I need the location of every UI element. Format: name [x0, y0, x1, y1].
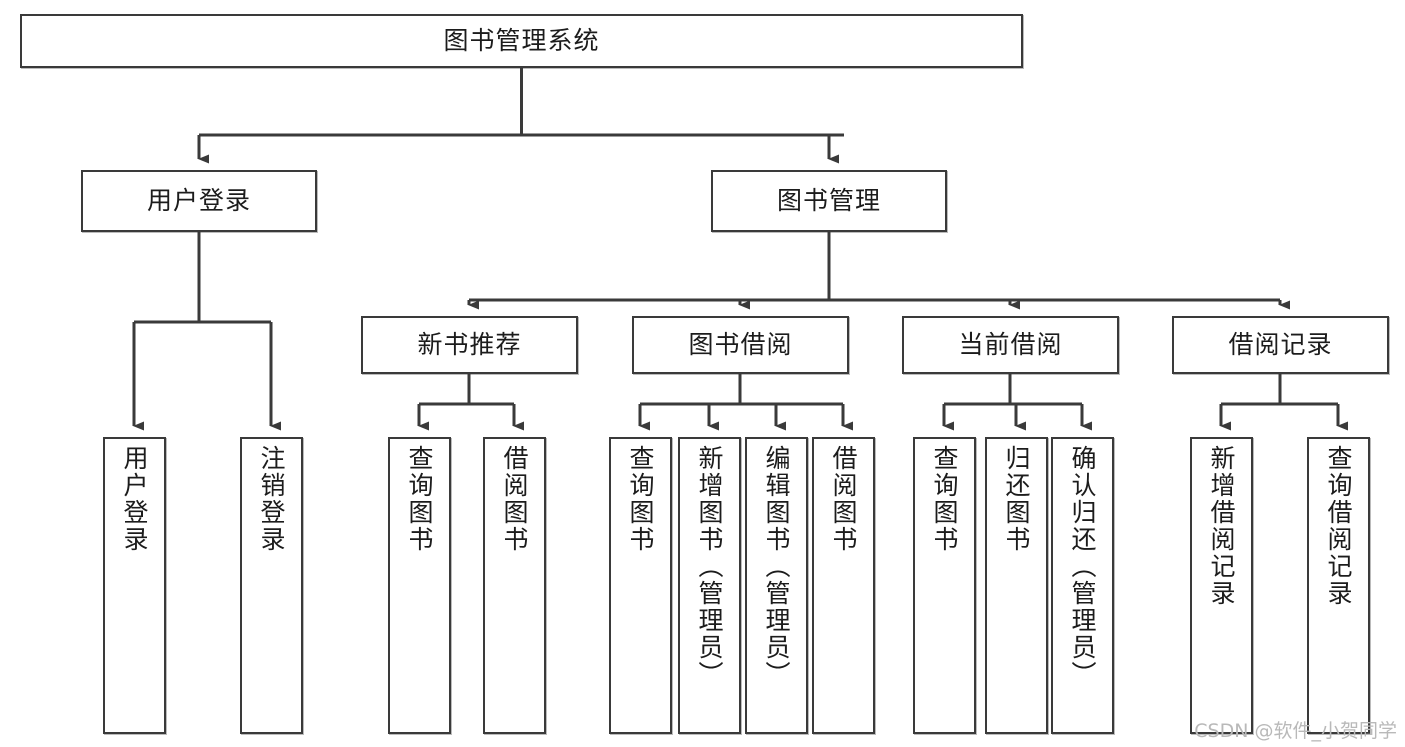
node-root-label: 图书管理系统: [443, 25, 600, 55]
node-leaf-user-login[interactable]: 用户登录: [103, 437, 166, 734]
node-user-login[interactable]: 用户登录: [81, 170, 317, 232]
node-borrow-record-label: 借阅记录: [1228, 329, 1333, 359]
node-leaf-query-book-2-label: 查询图书: [626, 445, 655, 553]
node-leaf-return-book[interactable]: 归还图书: [985, 437, 1048, 734]
node-book-borrow[interactable]: 图书借阅: [632, 316, 849, 374]
node-leaf-borrow-book-2-label: 借阅图书: [829, 445, 858, 553]
node-user-login-label: 用户登录: [146, 185, 251, 215]
node-leaf-query-record[interactable]: 查询借阅记录: [1307, 437, 1370, 734]
node-leaf-query-book-1-label: 查询图书: [405, 445, 434, 553]
edge-book-borrow-to-leaves: [638, 374, 853, 431]
node-book-manage[interactable]: 图书管理: [711, 170, 947, 232]
node-leaf-query-book-2[interactable]: 查询图书: [609, 437, 672, 734]
node-root[interactable]: 图书管理系统: [20, 14, 1023, 68]
node-leaf-query-book-1[interactable]: 查询图书: [388, 437, 451, 734]
node-leaf-confirm-return-label: 确认归还（管理员）: [1068, 445, 1097, 688]
node-current-borrow-label: 当前借阅: [958, 329, 1063, 359]
node-leaf-user-login-label: 用户登录: [120, 445, 149, 553]
node-new-book-recommend[interactable]: 新书推荐: [361, 316, 578, 374]
edge-new-book-recommend-to-leaves: [417, 374, 524, 431]
node-leaf-edit-book-label: 编辑图书（管理员）: [762, 445, 791, 688]
node-leaf-add-record[interactable]: 新增借阅记录: [1190, 437, 1253, 734]
csdn-watermark: CSDN @软件_小贺同学: [1194, 720, 1397, 742]
edge-current-borrow-to-leaves: [942, 374, 1092, 431]
node-new-book-recommend-label: 新书推荐: [417, 329, 522, 359]
node-book-manage-label: 图书管理: [776, 185, 881, 215]
edge-book-manage-to-level3: [467, 232, 1290, 310]
node-leaf-logout-label: 注销登录: [257, 445, 286, 553]
node-leaf-return-book-label: 归还图书: [1002, 445, 1031, 553]
node-leaf-borrow-book-1[interactable]: 借阅图书: [483, 437, 546, 734]
node-leaf-add-book-label: 新增图书（管理员）: [695, 445, 724, 688]
node-leaf-add-book[interactable]: 新增图书（管理员）: [678, 437, 741, 734]
node-leaf-query-book-3-label: 查询图书: [930, 445, 959, 553]
edge-root-to-level2: [197, 68, 844, 164]
node-leaf-confirm-return[interactable]: 确认归还（管理员）: [1051, 437, 1114, 734]
edge-borrow-record-to-leaves: [1219, 374, 1348, 431]
node-borrow-record[interactable]: 借阅记录: [1172, 316, 1389, 374]
node-leaf-borrow-book-1-label: 借阅图书: [500, 445, 529, 553]
node-leaf-edit-book[interactable]: 编辑图书（管理员）: [745, 437, 808, 734]
node-leaf-add-record-label: 新增借阅记录: [1207, 445, 1236, 607]
node-leaf-query-record-label: 查询借阅记录: [1324, 445, 1353, 607]
node-leaf-query-book-3[interactable]: 查询图书: [913, 437, 976, 734]
node-current-borrow[interactable]: 当前借阅: [902, 316, 1119, 374]
edge-user-login-to-leaves: [132, 232, 281, 431]
node-leaf-logout[interactable]: 注销登录: [240, 437, 303, 734]
node-book-borrow-label: 图书借阅: [688, 329, 793, 359]
node-leaf-borrow-book-2[interactable]: 借阅图书: [812, 437, 875, 734]
